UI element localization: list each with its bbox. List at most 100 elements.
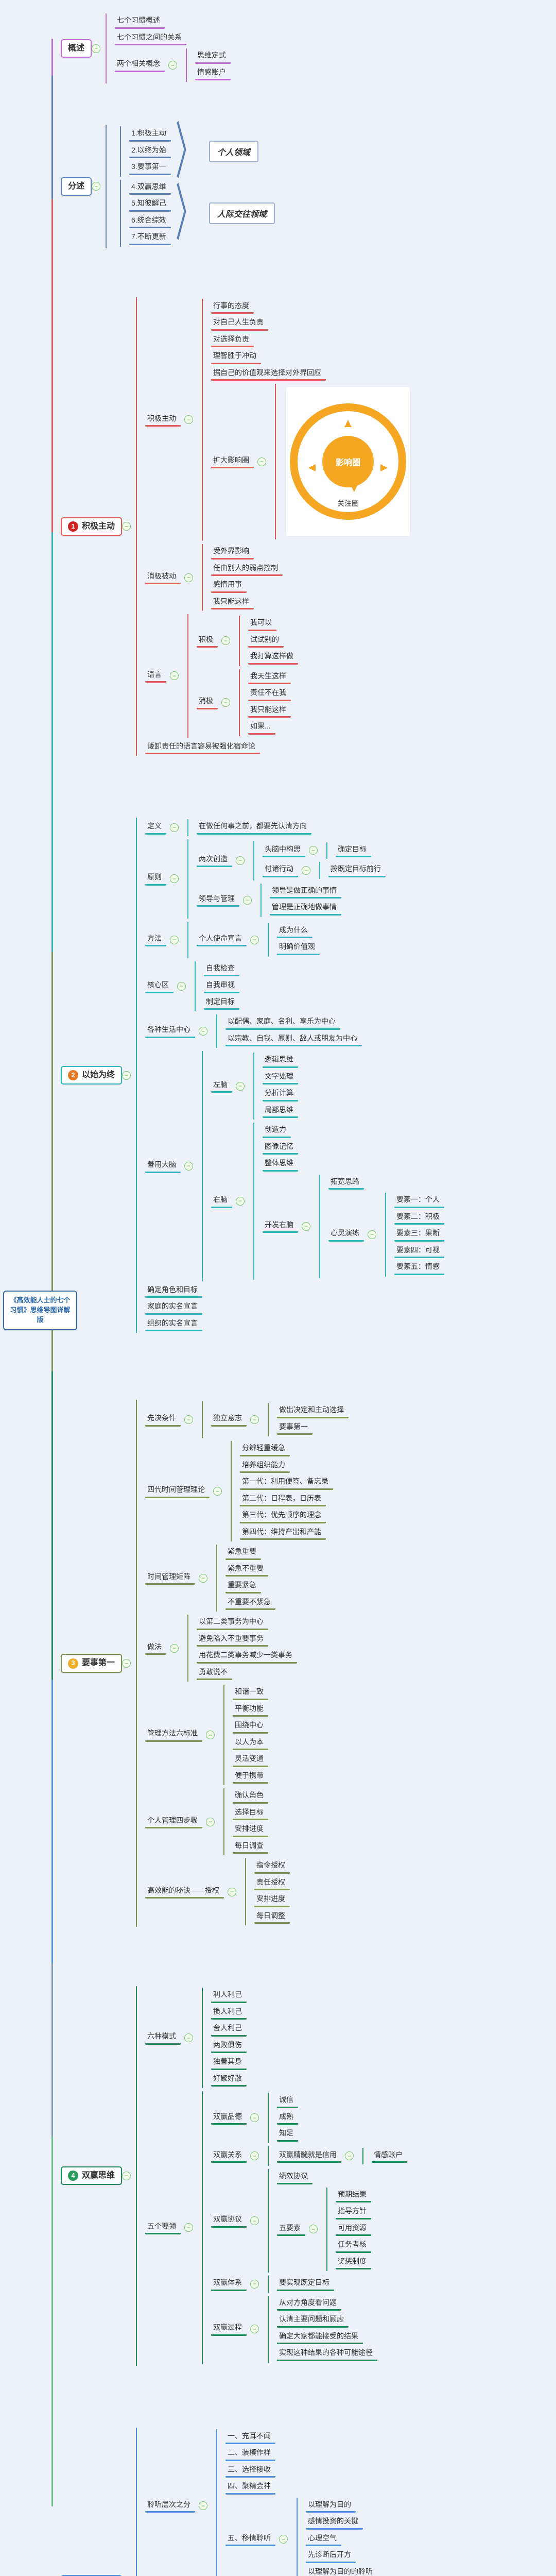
node-label[interactable]: 绩效协议	[277, 2171, 313, 2184]
node-label[interactable]: 好聚好散	[211, 2073, 247, 2087]
node-label[interactable]: 双赢过程	[211, 2322, 247, 2336]
node-label[interactable]: 领导与管理	[197, 893, 240, 907]
node-label[interactable]: 诚信	[277, 2094, 299, 2108]
node-label[interactable]: 用花费二类事务减少一类事务	[197, 1650, 298, 1664]
node-label[interactable]: 要实现既定目标	[277, 2277, 335, 2291]
node-label[interactable]: 领导是做正确的事情	[270, 885, 342, 899]
collapse-icon[interactable]: −	[199, 2501, 208, 2511]
collapse-icon[interactable]: −	[221, 698, 231, 707]
node-label[interactable]: 四代时间管理理论	[145, 1484, 210, 1498]
node-label[interactable]: 积极主动	[145, 413, 181, 427]
node-label[interactable]: 消极	[197, 696, 218, 709]
node-label[interactable]: 围绕中心	[233, 1720, 269, 1734]
node-label[interactable]: 灵活变通	[233, 1753, 269, 1767]
node-label[interactable]: 二、装模作样	[225, 2447, 276, 2461]
collapse-icon[interactable]: −	[250, 2279, 259, 2289]
node-label[interactable]: 感情用事	[211, 579, 247, 593]
domain-label[interactable]: 个人领域	[208, 140, 258, 162]
node-label[interactable]: 第一代：利用便签、备忘录	[240, 1476, 334, 1490]
node-label[interactable]: 先决条件	[145, 1413, 181, 1427]
collapse-icon[interactable]: −	[279, 2535, 288, 2544]
node-label[interactable]: 逻辑思维	[263, 1054, 299, 1068]
node-label[interactable]: 五个要领	[145, 2221, 181, 2234]
collapse-icon[interactable]: −	[236, 856, 245, 865]
node-label[interactable]: 做出决定和主动选择	[277, 1404, 349, 1418]
node-label[interactable]: 责任授权	[254, 1877, 290, 1890]
collapse-icon[interactable]: −	[170, 823, 179, 832]
node-label[interactable]: 头脑中构思	[263, 844, 306, 857]
node-label[interactable]: 组织的实名宣言	[145, 1318, 203, 1331]
node-label[interactable]: 6.统合综效	[129, 215, 171, 228]
node-label[interactable]: 在做任何事之前，都要先认清方向	[197, 821, 312, 835]
collapse-icon[interactable]: −	[177, 981, 186, 991]
collapse-icon[interactable]: −	[236, 1081, 245, 1091]
node-label[interactable]: 时间管理矩阵	[145, 1571, 196, 1585]
collapse-icon[interactable]: −	[170, 1643, 179, 1653]
collapse-icon[interactable]: −	[184, 415, 194, 425]
collapse-icon[interactable]: −	[302, 1222, 311, 1231]
node-label[interactable]: 聆听层次之分	[145, 2499, 196, 2513]
collapse-icon[interactable]: −	[122, 1659, 131, 1668]
node-label[interactable]: 确认角色	[233, 1790, 269, 1804]
node-label[interactable]: 我只能这样	[211, 596, 254, 609]
node-label[interactable]: 心灵演练	[328, 1228, 364, 1242]
node-label[interactable]: 五要素	[277, 2223, 306, 2236]
node-label[interactable]: 自我检查	[204, 963, 240, 976]
node-label[interactable]: 4.双赢思维	[129, 181, 171, 195]
node-label[interactable]: 诿卸责任的语言容易被强化宿命论	[145, 741, 260, 754]
collapse-icon[interactable]: −	[170, 671, 179, 681]
node-label[interactable]: 奖惩制度	[336, 2256, 372, 2269]
node-label[interactable]: 受外界影响	[211, 546, 254, 560]
node-label[interactable]: 情感账户	[372, 2149, 408, 2163]
node-label[interactable]: 图像记忆	[263, 1141, 299, 1155]
collapse-icon[interactable]: −	[221, 636, 231, 646]
node-label[interactable]: 第二代：日程表，日历表	[240, 1493, 326, 1506]
node-label[interactable]: 双赢精髓就是信用	[277, 2149, 342, 2163]
node-label[interactable]: 思维定式	[195, 50, 231, 64]
domain-label[interactable]: 人际交往领域	[208, 202, 275, 224]
node-label[interactable]: 平衡功能	[233, 1703, 269, 1717]
node-label[interactable]: 语言	[145, 669, 167, 683]
node-label[interactable]: 任务考核	[336, 2239, 372, 2253]
node-label[interactable]: 制定目标	[204, 996, 240, 1010]
collapse-icon[interactable]: −	[92, 182, 101, 191]
node-label[interactable]: 明确价值观	[277, 941, 320, 955]
node-label[interactable]: 便于携带	[233, 1770, 269, 1784]
node-label[interactable]: 要素四：可视	[394, 1245, 445, 1258]
node-label[interactable]: 试试别的	[248, 634, 284, 648]
node-label[interactable]: 我只能这样	[248, 704, 291, 718]
node-label[interactable]: 确定大家都能接受的结果	[277, 2331, 363, 2344]
collapse-icon[interactable]: −	[184, 1415, 194, 1424]
node-label[interactable]: 安排进度	[233, 1823, 269, 1837]
node-label[interactable]: 要素三：果断	[394, 1228, 445, 1242]
node-label[interactable]: 要素二：积极	[394, 1211, 445, 1225]
node-label[interactable]: 以宗教、自我、原则、敌人或朋友为中心	[225, 1033, 362, 1046]
collapse-icon[interactable]: −	[257, 457, 267, 466]
node-label[interactable]: 知足	[277, 2128, 299, 2142]
collapse-icon[interactable]: −	[250, 2151, 259, 2161]
collapse-icon[interactable]: −	[170, 874, 179, 883]
node-label[interactable]: 如果...	[248, 721, 275, 735]
collapse-icon[interactable]: −	[199, 1027, 208, 1036]
root-node[interactable]: 《高效能人士的七个习惯》思维导图详解版	[3, 1291, 77, 1330]
node-label[interactable]: 六种模式	[145, 2031, 181, 2045]
node-label[interactable]: 每日调查	[233, 1840, 269, 1854]
node-label[interactable]: 左脑	[211, 1079, 233, 1093]
node-label[interactable]: 以理解为目的	[306, 2499, 356, 2513]
node-label[interactable]: 两败俱伤	[211, 2040, 247, 2053]
node-label[interactable]: 做法	[145, 1641, 167, 1655]
collapse-icon[interactable]: −	[250, 2113, 259, 2123]
node-label[interactable]: 双赢协议	[211, 2214, 247, 2228]
node-label[interactable]: 右脑	[211, 1194, 233, 1208]
collapse-icon[interactable]: −	[213, 1487, 222, 1496]
node-label[interactable]: 舍人利己	[211, 2023, 247, 2037]
node-label[interactable]: 创造力	[263, 1124, 291, 1138]
node-label[interactable]: 自我审视	[204, 979, 240, 993]
node-label[interactable]: 确定角色和目标	[145, 1284, 203, 1298]
node-label[interactable]: 3.要事第一	[129, 161, 171, 175]
node-label[interactable]: 两次创造	[197, 854, 233, 868]
node-label[interactable]: 成为什么	[277, 925, 313, 938]
node-label[interactable]: 理智胜于冲动	[211, 350, 262, 364]
node-label[interactable]: 行事的态度	[211, 300, 254, 314]
